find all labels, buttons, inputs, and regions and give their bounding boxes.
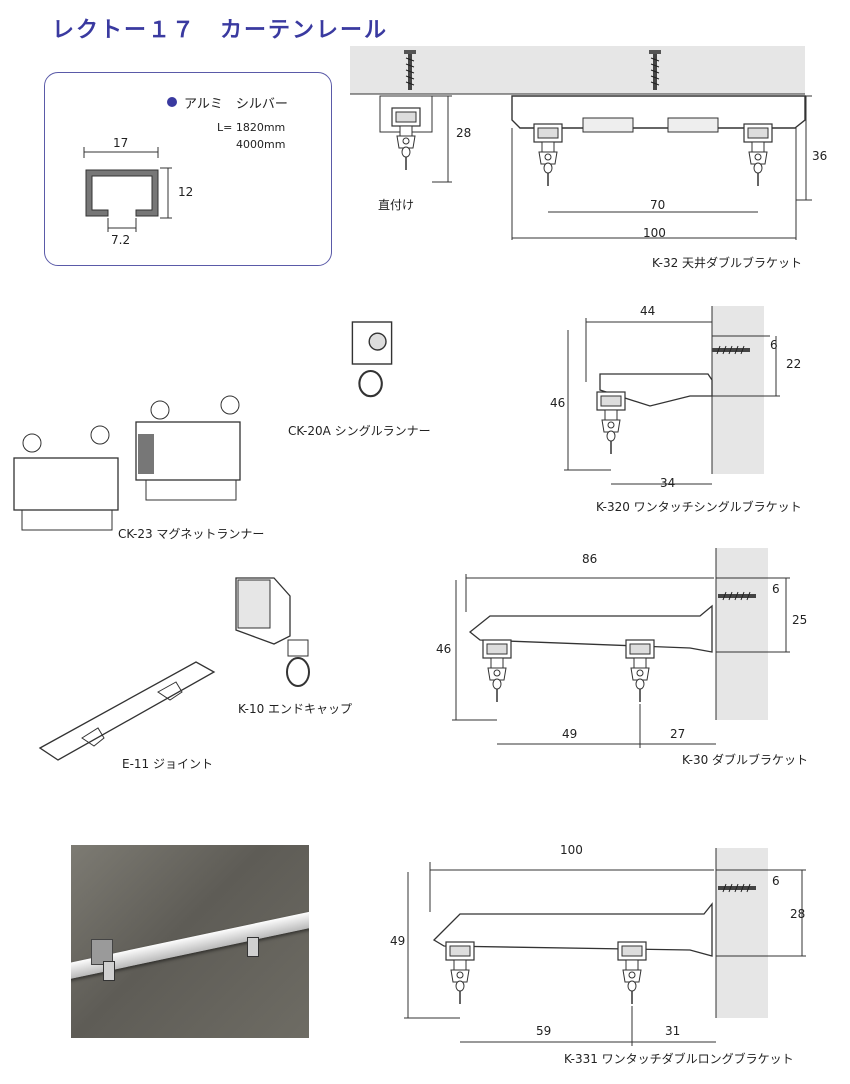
k320-label: K-320 ワンタッチシングルブラケット (596, 500, 802, 514)
length-label-2: 4000mm (236, 138, 286, 151)
k331-dim-spacing: 59 (536, 1024, 552, 1038)
k32-label: K-32 天井ダブルブラケット (652, 256, 803, 270)
k30-dim-top: 86 (582, 552, 598, 566)
e11-label: E-11 ジョイント (122, 757, 213, 771)
k10-drawing (235, 577, 310, 687)
k32-dim-width: 100 (643, 226, 666, 240)
ck23-drawing (13, 395, 241, 531)
k331-dim-left: 49 (390, 934, 406, 948)
dim-rail-opening: 7.2 (111, 233, 131, 247)
product-photo (71, 845, 309, 1038)
k320-dim-top: 44 (640, 304, 656, 318)
k32-dim-height: 36 (812, 149, 828, 163)
k320-dim-screw: 6 (770, 338, 778, 352)
k30-dim-left: 46 (436, 642, 452, 656)
ck20a-drawing (351, 321, 393, 398)
ceiling (350, 46, 805, 94)
direct-mount-drawing (379, 95, 452, 183)
k30-dim-screw: 6 (772, 582, 780, 596)
k32-dim-spacing: 70 (650, 198, 666, 212)
color-bullet-icon (167, 97, 177, 107)
k331-dim-offset: 31 (665, 1024, 681, 1038)
direct-mount-dim: 28 (456, 126, 472, 140)
dim-rail-height: 12 (178, 185, 194, 199)
k32-drawing (511, 95, 812, 240)
color-label: アルミ シルバー (184, 97, 288, 112)
k320-drawing (564, 306, 780, 485)
length-label: L= 1820mm (217, 121, 286, 134)
k331-dim-top: 100 (560, 843, 583, 857)
k320-dim-right: 22 (786, 357, 802, 371)
k320-dim-left: 46 (550, 396, 566, 410)
k30-dim-offset: 27 (670, 727, 686, 741)
k331-dim-right: 28 (790, 907, 806, 921)
dim-rail-width: 17 (113, 136, 129, 150)
page-title: レクトー１７ カーテンレール (52, 18, 389, 43)
k30-drawing (452, 548, 790, 748)
ck20a-label: CK-20A シングルランナー (288, 424, 431, 438)
k320-dim-bottom: 34 (660, 476, 676, 490)
k10-label: K-10 エンドキャップ (238, 702, 353, 716)
k30-dim-right: 25 (792, 613, 808, 627)
ck23-label: CK-23 マグネットランナー (118, 527, 265, 541)
k331-drawing (404, 848, 806, 1046)
rail-profile (83, 147, 172, 232)
k30-label: K-30 ダブルブラケット (682, 753, 809, 767)
e11-drawing (38, 661, 216, 761)
k30-dim-spacing: 49 (562, 727, 578, 741)
k331-dim-screw: 6 (772, 874, 780, 888)
direct-mount-label: 直付け (378, 198, 415, 212)
spec-box (44, 72, 332, 266)
k331-label: K-331 ワンタッチダブルロングブラケット (564, 1052, 794, 1066)
